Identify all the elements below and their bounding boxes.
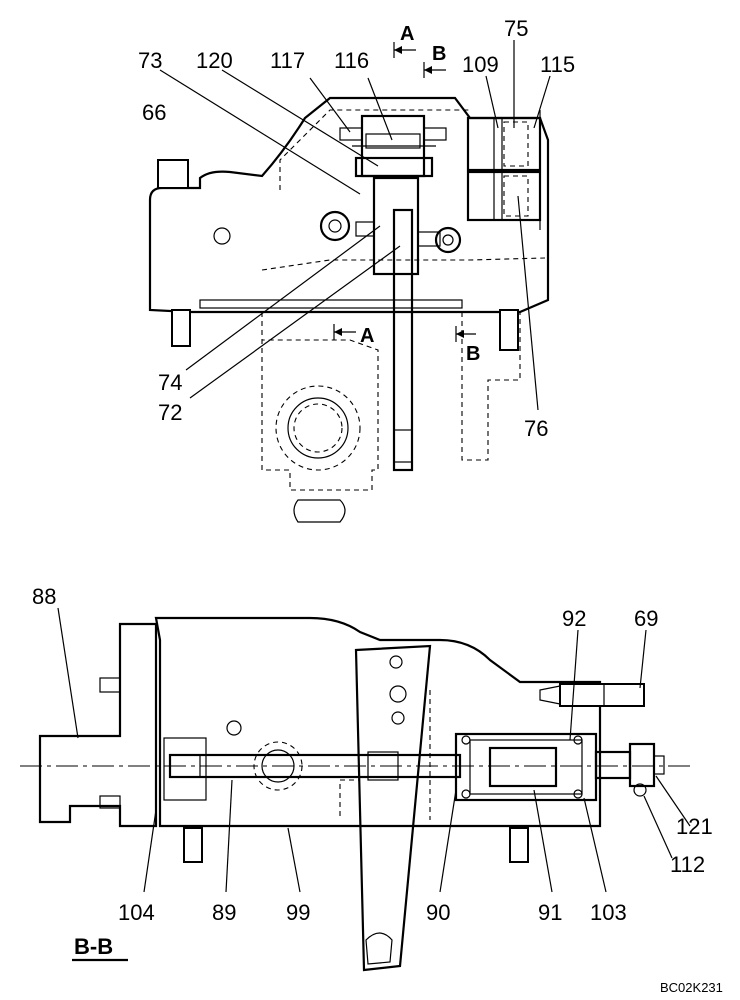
callout-104: 104 — [118, 900, 155, 925]
callout-75: 75 — [504, 16, 528, 41]
pump-body-hidden — [261, 312, 379, 491]
callout-99: 99 — [286, 900, 310, 925]
lock-nut-121 — [628, 742, 656, 788]
callout-115: 115 — [540, 52, 575, 77]
stud-left — [171, 309, 191, 347]
callout-112: 112 — [670, 852, 705, 877]
callout-89: 89 — [212, 900, 236, 925]
housing-hole — [213, 227, 231, 245]
callout-72: 72 — [158, 400, 182, 425]
stud-right — [499, 309, 519, 351]
callout-120: 120 — [196, 48, 233, 73]
section-title: B-B — [74, 934, 113, 959]
callout-109: 109 — [462, 52, 499, 77]
top-view: A B A B 73 120 117 116 109 75 115 66 74 … — [138, 16, 575, 523]
stud-bottom-left — [183, 827, 203, 863]
section-marker-a-top: A — [400, 23, 414, 45]
callout-91: 91 — [538, 900, 562, 925]
section-marker-a-bottom: A — [360, 325, 374, 347]
pivot-boss-right — [434, 226, 462, 254]
callout-92: 92 — [562, 606, 586, 631]
callout-116: 116 — [334, 48, 369, 73]
feedback-arm — [392, 208, 414, 472]
bore-left — [163, 737, 207, 801]
drawing-code: BC02K231 — [660, 980, 723, 995]
callout-88: 88 — [32, 584, 56, 609]
spring-seat-120 — [354, 156, 434, 178]
feedback-link — [354, 644, 432, 972]
top-housing-outline — [148, 96, 550, 314]
mounting-plate — [199, 299, 463, 309]
section-bb-view: 88 92 69 121 112 104 89 99 90 91 103 B-B — [20, 584, 713, 972]
piston-housing — [454, 732, 598, 802]
callout-121: 121 — [676, 814, 713, 839]
pivot-boss-left — [319, 210, 351, 242]
callout-69: 69 — [634, 606, 658, 631]
callout-76: 76 — [524, 416, 548, 441]
piston-91 — [488, 746, 558, 788]
screw-117-right — [423, 127, 447, 141]
cross-bore — [253, 741, 303, 791]
cylinder-75 — [466, 116, 542, 172]
callout-90: 90 — [426, 900, 450, 925]
bolt-66 — [157, 159, 189, 189]
callout-103: 103 — [590, 900, 627, 925]
bb-housing-outline — [154, 616, 602, 828]
callout-74: 74 — [158, 370, 182, 395]
spool-89 — [168, 753, 462, 779]
flange-88 — [38, 622, 158, 828]
callout-66: 66 — [142, 100, 166, 125]
screw-117-left — [339, 127, 363, 141]
callout-117: 117 — [270, 48, 305, 73]
section-marker-b-bottom: B — [466, 343, 480, 365]
shaft-bore-hidden — [275, 385, 361, 471]
section-marker-b-top: B — [432, 43, 446, 65]
stud-bottom-right — [509, 827, 529, 863]
callout-73: 73 — [138, 48, 162, 73]
